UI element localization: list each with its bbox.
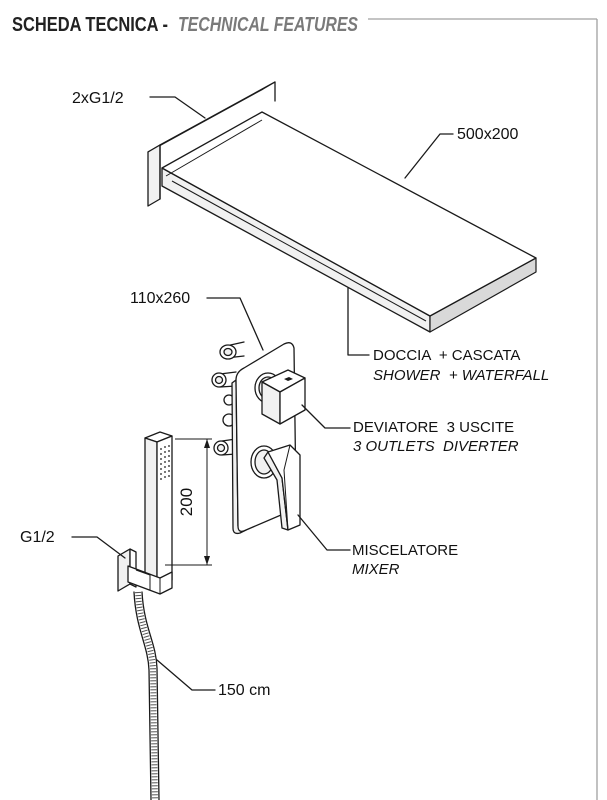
leader-hose-length bbox=[156, 659, 216, 691]
label-hose-length: 150 cm bbox=[218, 682, 270, 699]
header-subtitle: TECHNICAL FEATURES bbox=[178, 14, 359, 36]
label-diverter-it: DEVIATORE 3 USCITE bbox=[353, 419, 514, 436]
leader-plate-size bbox=[206, 297, 264, 351]
spray-holes bbox=[160, 445, 170, 480]
leader-spout-inlets bbox=[149, 96, 206, 119]
shower-bracket bbox=[117, 548, 173, 595]
shower-hose bbox=[133, 591, 160, 800]
leader-mixer bbox=[297, 514, 351, 551]
label-spout-inlets: 2xG1/2 bbox=[72, 90, 124, 107]
mixer-lever bbox=[250, 444, 301, 531]
header-title: SCHEDA TECNICA - bbox=[12, 14, 168, 36]
label-plate-size: 110x260 bbox=[130, 290, 190, 307]
leader-outlets bbox=[347, 287, 370, 356]
label-spout-size: 500x200 bbox=[457, 126, 518, 143]
leader-spout-size bbox=[404, 133, 454, 179]
label-diverter-en: 3 OUTLETS DIVERTER bbox=[353, 438, 519, 455]
label-hand-shower-height: 200 bbox=[177, 488, 196, 516]
waterfall-spout bbox=[161, 111, 537, 333]
label-mixer-it: MISCELATORE bbox=[352, 542, 458, 559]
leader-bracket-inlet bbox=[71, 536, 126, 559]
hand-shower bbox=[144, 431, 173, 586]
label-outlet-en: SHOWER + WATERFALL bbox=[373, 367, 549, 384]
leader-diverter bbox=[301, 404, 351, 429]
label-bracket-inlet: G1/2 bbox=[20, 529, 55, 546]
dimension-hand-shower-height: 200 bbox=[165, 438, 212, 566]
label-outlet-it: DOCCIA + CASCATA bbox=[373, 347, 520, 364]
waterfall-wall-plate bbox=[147, 81, 276, 207]
label-mixer-en: MIXER bbox=[352, 561, 400, 578]
diverter-knob bbox=[254, 369, 306, 425]
